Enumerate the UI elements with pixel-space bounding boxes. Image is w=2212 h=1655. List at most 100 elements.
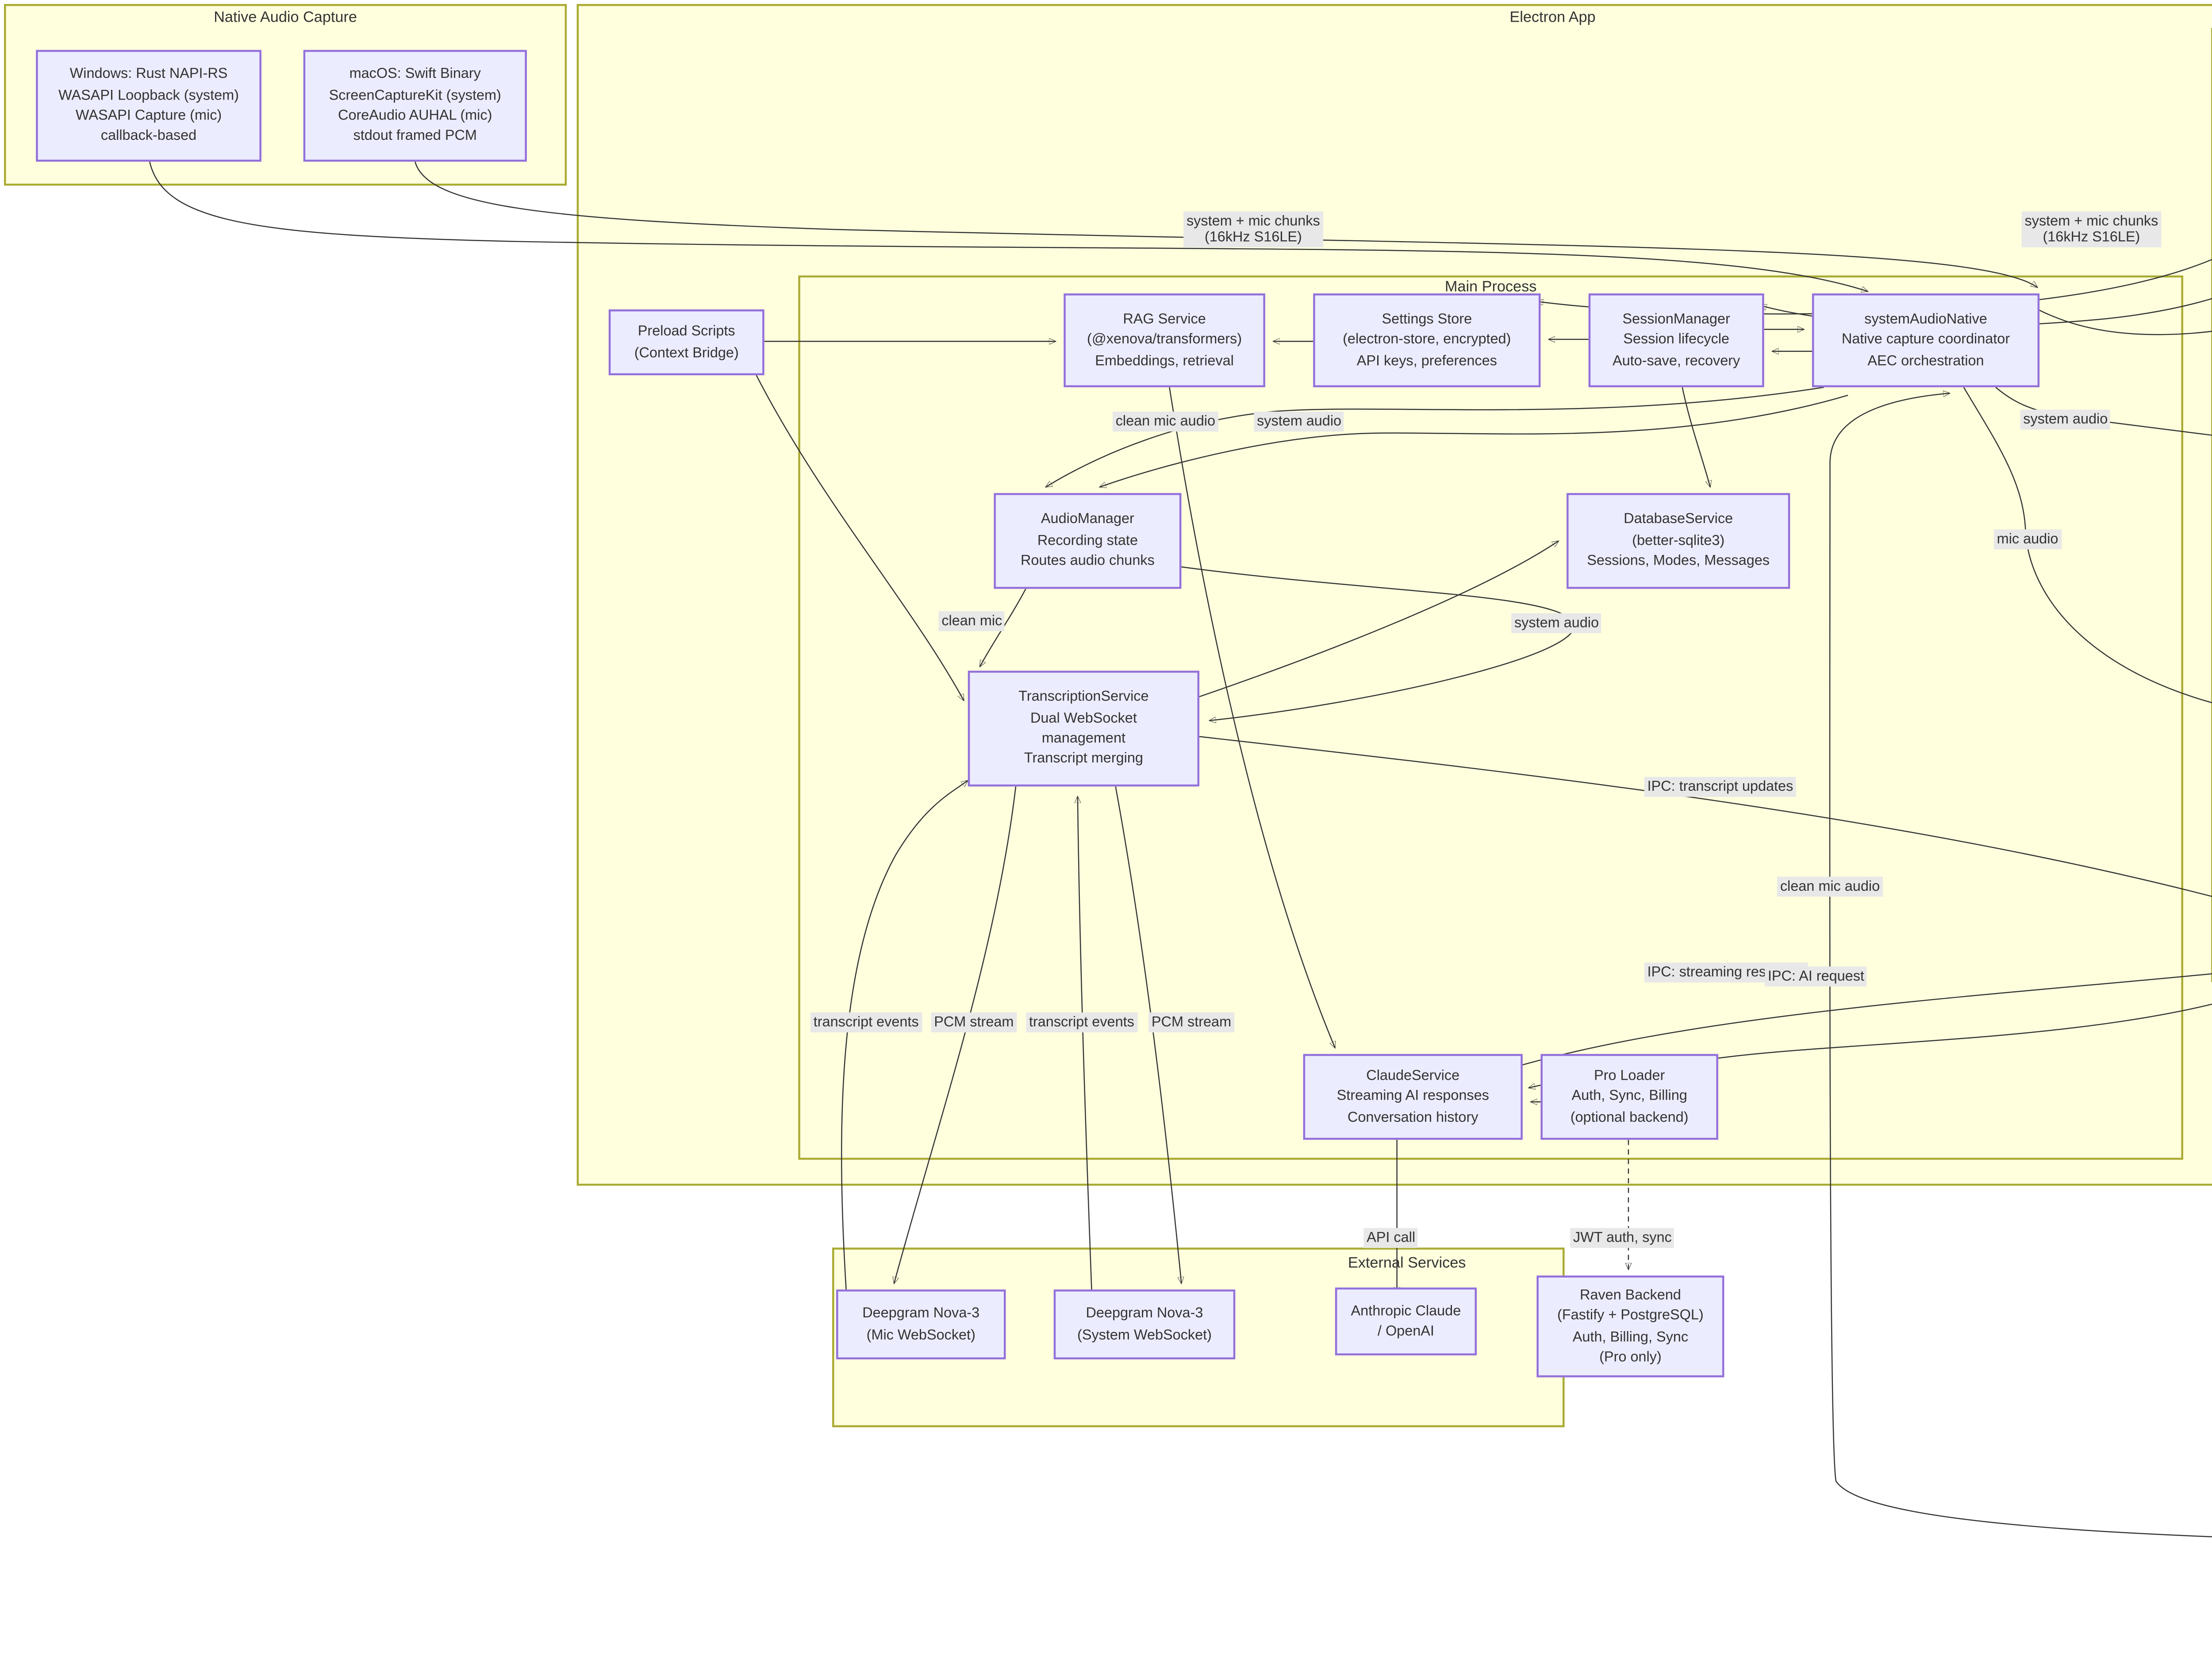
raven-backend-label-line: Raven Backend: [1579, 1285, 1681, 1303]
raven-backend-label-line: Auth, Billing, Sync: [1572, 1326, 1689, 1345]
subgraph-renderer-process: [2211, 28, 2212, 982]
edge-e-session-db: [1682, 387, 1710, 487]
transcription-service-label-line: TranscriptionService: [1018, 687, 1149, 705]
edge-label-line: API call: [1367, 1227, 1416, 1245]
edge-label-line: PCM stream: [1151, 1011, 1232, 1030]
anthropic-claude-label-line: / OpenAI: [1377, 1321, 1434, 1339]
edge-label-line: (16kHz S16LE): [2043, 227, 2140, 246]
deepgram-mic-label-line: (Mic WebSocket): [866, 1324, 975, 1343]
edge-e-sysnative-am-sys: [1100, 394, 1848, 487]
edge-e-claude-overlay: [1518, 973, 2212, 1067]
preload-scripts-label-line: (Context Bridge): [634, 342, 739, 361]
database-service-label-line: Sessions, Modes, Messages: [1587, 551, 1770, 570]
edge-label-e-claude-anthropic: API call: [1363, 1228, 1418, 1247]
audio-manager-label-line: AudioManager: [1041, 510, 1134, 528]
subgraph-title-main-process: Main Process: [1444, 277, 1537, 296]
macos-capture-label-line: CoreAudio AUHAL (mic): [338, 106, 492, 124]
edge-label-e-pro-raven: JWT auth, sync: [1570, 1227, 1675, 1247]
edge-label-e-mac-sysnative: system + mic chunks(16kHz S16LE): [2021, 210, 2162, 248]
edge-e-appsink-sysnative: [1829, 393, 2212, 1537]
edge-e-sysnative-am-clean: [1046, 386, 1824, 487]
anthropic-claude-node: Anthropic Claude/ OpenAI: [1335, 1287, 1477, 1355]
edge-label-e-ts-dgmic: PCM stream: [931, 1011, 1017, 1032]
raven-backend-label-line: (Pro only): [1599, 1347, 1662, 1366]
edge-label-line: clean mic audio: [1780, 875, 1880, 894]
session-manager-label-line: Auto-save, recovery: [1612, 350, 1740, 369]
system-audio-native-label-line: systemAudioNative: [1864, 309, 1987, 327]
edge-label-e-overlay-claude: IPC: AI request: [1765, 965, 1867, 986]
deepgram-mic-node: Deepgram Nova-3 (Mic WebSocket): [836, 1289, 1006, 1359]
pro-loader-label-line: Pro Loader: [1594, 1066, 1665, 1084]
database-service-label-line: DatabaseService: [1624, 510, 1733, 528]
audio-manager-label-line: Routes audio chunks: [1020, 551, 1155, 570]
macos-capture-label-line: stdout framed PCM: [353, 127, 477, 145]
subgraph-title-native-audio-capture: Native Audio Capture: [214, 8, 357, 26]
settings-store-label-line: API keys, preferences: [1356, 350, 1497, 369]
edge-label-line: system audio: [2023, 408, 2108, 427]
edge-label-e-am-ts-sys: system audio: [1511, 613, 1602, 633]
subgraph-title-external-services: External Services: [1348, 1253, 1466, 1272]
deepgram-system-node: Deepgram Nova-3 (System WebSocket): [1053, 1289, 1236, 1359]
edge-e-dash-sysnative: [2020, 299, 2212, 335]
settings-store-label-line: Settings Store: [1382, 309, 1472, 327]
edge-e-ts-dgsys: [1115, 786, 1182, 1283]
rag-service-node: RAG Service(@xenova/transformers)Embeddi…: [1064, 293, 1265, 388]
windows-capture-label-line: callback-based: [100, 127, 197, 145]
session-manager-label-line: SessionManager: [1622, 309, 1730, 327]
pro-loader-label-line: Auth, Sync, Billing: [1571, 1086, 1687, 1105]
edge-label-e-win-sysnative: system + mic chunks(16kHz S16LE): [1183, 210, 1323, 248]
windows-capture-node: Windows: Rust NAPI-RS WASAPI Loopback (sy…: [36, 50, 261, 162]
edge-label-line: IPC: AI request: [1767, 965, 1864, 984]
edge-label-e-dgsys-ts: transcript events: [1026, 1011, 1137, 1032]
edge-label-e-sysnative-sysappsrc: system audio: [2020, 408, 2111, 429]
claude-service-label-line: ClaudeService: [1366, 1066, 1460, 1084]
system-audio-native-label-line: Native capture coordinator: [1841, 330, 2010, 348]
deepgram-system-label-line: Deepgram Nova-3: [1086, 1304, 1203, 1322]
edge-e-ts-db: [1199, 541, 1559, 697]
edge-e-mac-sysnative: [415, 162, 2037, 287]
claude-service-label-line: Streaming AI responses: [1336, 1086, 1489, 1105]
settings-store-label-line: (electron-store, encrypted): [1343, 330, 1511, 348]
pro-loader-label-line: (optional backend): [1570, 1107, 1689, 1125]
edge-label-line: JWT auth, sync: [1573, 1227, 1672, 1245]
macos-capture-label-line: macOS: Swift Binary: [349, 64, 481, 82]
windows-capture-label-line: WASAPI Loopback (system): [58, 85, 239, 103]
deepgram-system-label-line: (System WebSocket): [1077, 1324, 1212, 1343]
subgraph-title-electron-app: Electron App: [1509, 8, 1596, 26]
windows-capture-label-line: Windows: Rust NAPI-RS: [69, 64, 228, 82]
edge-label-line: system + mic chunks: [1186, 210, 1320, 229]
rag-service-label-line: (@xenova/transformers): [1087, 330, 1242, 348]
claude-service-label-line: Conversation history: [1347, 1107, 1479, 1125]
edge-e-am-ts-sys: [1181, 566, 1575, 720]
macos-capture-label-line: ScreenCaptureKit (system): [329, 85, 501, 103]
edge-e-sysnative-micappsrc: [1963, 387, 2212, 704]
edge-label-line: PCM stream: [934, 1011, 1014, 1030]
audio-manager-label-line: Recording state: [1037, 530, 1138, 549]
rag-service-label-line: Embeddings, retrieval: [1095, 350, 1234, 369]
transcription-service-label-line: Transcript merging: [1024, 749, 1143, 768]
edge-label-line: clean mic audio: [1115, 410, 1216, 429]
settings-store-node: Settings Store (electron-store, encrypted…: [1313, 293, 1541, 388]
system-audio-native-label-line: AEC orchestration: [1867, 350, 1984, 369]
database-service-label-line: (better-sqlite3): [1632, 530, 1725, 549]
edge-label-line: (16kHz S16LE): [1204, 227, 1302, 246]
edge-e-rag-claude: [1169, 387, 1335, 1048]
edge-e-dgsys-ts: [1078, 797, 1092, 1290]
preload-scripts-label-line: Preload Scripts: [637, 321, 735, 340]
raven-backend-label-line: (Fastify + PostgreSQL): [1557, 1305, 1704, 1324]
deepgram-mic-label-line: Deepgram Nova-3: [862, 1304, 980, 1322]
edge-label-line: system + mic chunks: [2024, 210, 2158, 229]
edge-label-e-sysnative-am-clean: clean mic audio: [1112, 410, 1218, 431]
edge-label-line: clean mic: [941, 610, 1002, 628]
edge-label-line: transcript events: [1029, 1011, 1134, 1030]
edge-label-line: transcript events: [813, 1011, 919, 1030]
